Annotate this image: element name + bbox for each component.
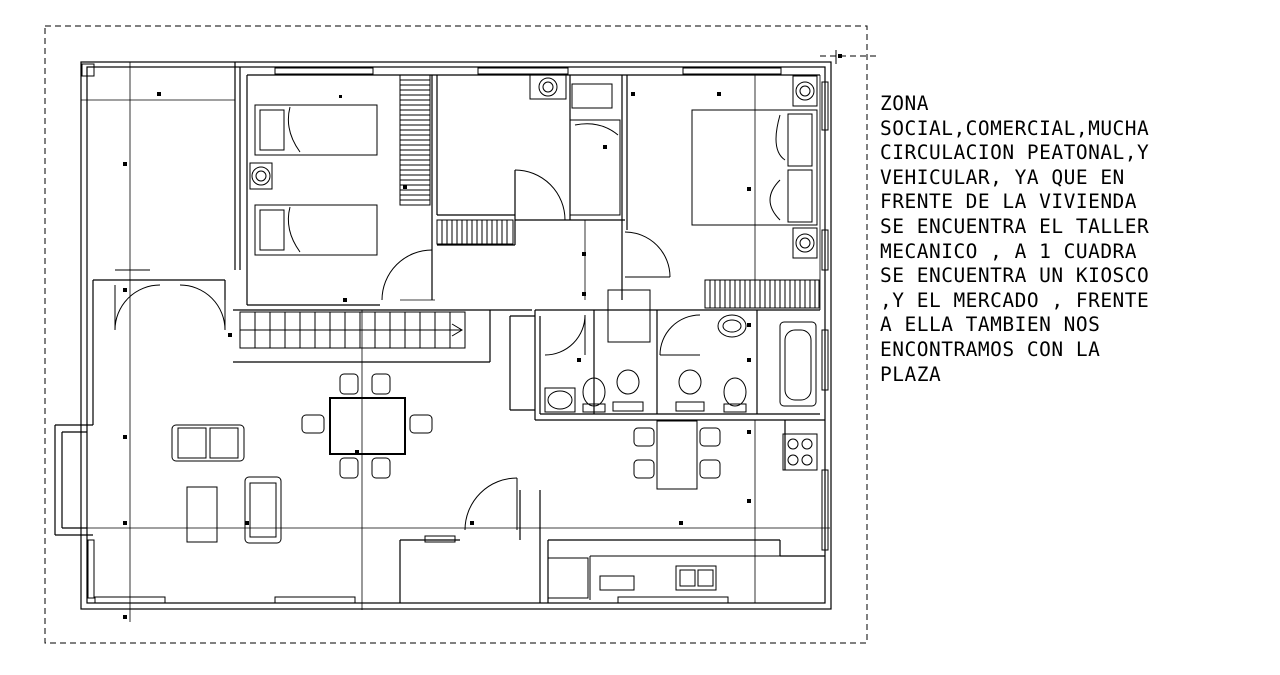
- note-line: ZONA: [880, 92, 929, 115]
- single-bed-room: [529, 74, 621, 216]
- note-line: FRENTE DE LA VIVIENDA: [880, 190, 1138, 214]
- note-line: MECANICO , A 1 CUADRA: [880, 239, 1138, 263]
- level-markers: [123, 54, 842, 619]
- living-furniture: [171, 424, 282, 544]
- stair-block-upper: [399, 74, 431, 206]
- dining-table: [301, 373, 433, 479]
- note-line: A ELLA TAMBIEN NOS: [880, 313, 1101, 337]
- note-line: ,Y EL MERCADO , FRENTE: [880, 288, 1150, 312]
- note-line: PLAZA: [880, 362, 942, 386]
- bathroom-fixtures: [544, 289, 817, 413]
- lot-boundary: [44, 25, 868, 644]
- note-line: VEHICULAR, YA QUE EN: [880, 165, 1125, 189]
- note-line: SE ENCUENTRA EL TALLER: [880, 214, 1150, 238]
- note-line: SOCIAL,COMERCIAL,MUCHA: [880, 116, 1150, 140]
- note-line: SE ENCUENTRA UN KIOSCO: [880, 264, 1150, 288]
- closet-hatch-2: [704, 279, 820, 309]
- closet-hatch-1: [436, 219, 514, 245]
- windows: [81, 63, 829, 604]
- twin-beds: [249, 104, 378, 256]
- door-swings: [114, 169, 701, 531]
- main-staircase: [239, 311, 466, 349]
- exterior-walls: [54, 61, 832, 610]
- kitchen-furniture: [547, 420, 818, 600]
- note-line: ENCONTRAMOS CON LA: [880, 337, 1101, 361]
- note-line: CIRCULACION PEATONAL,Y: [880, 141, 1150, 165]
- site-notes: ZONA SOCIAL,COMERCIAL,MUCHA CIRCULACION …: [880, 92, 1275, 387]
- double-bed: [691, 75, 818, 259]
